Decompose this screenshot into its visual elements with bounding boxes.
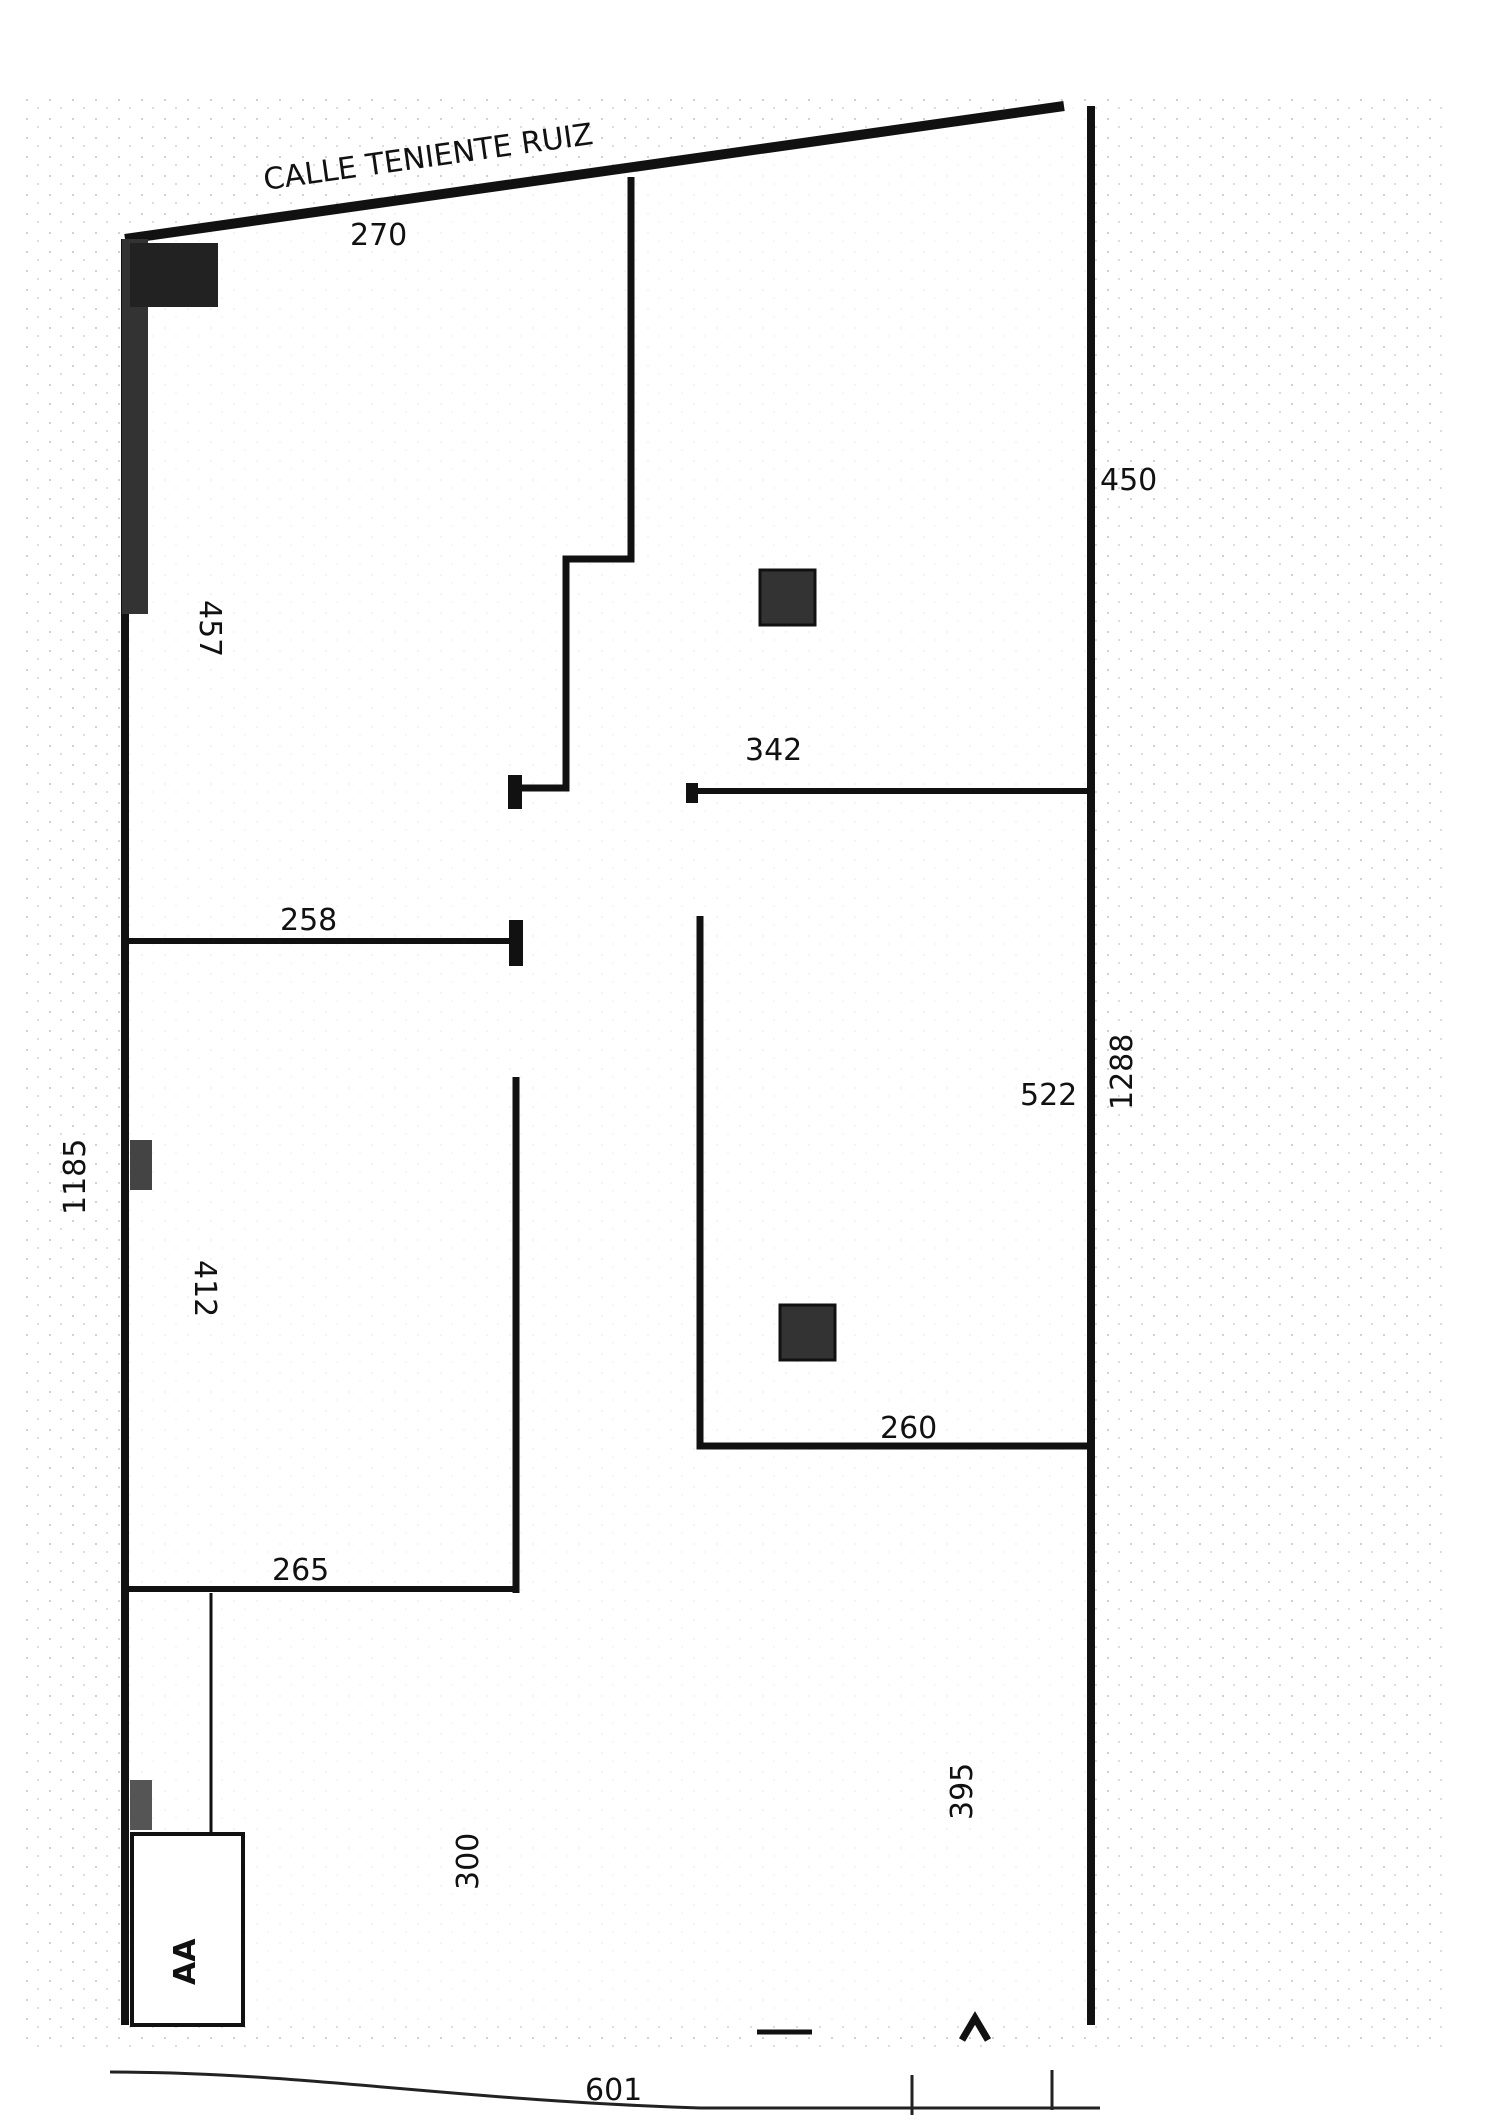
column-1 xyxy=(758,568,817,627)
dim-right-room: 522 xyxy=(1020,1078,1077,1113)
corner-pillar xyxy=(130,243,218,307)
dim-lower-left: 300 xyxy=(451,1833,486,1890)
dim-left-total: 1185 xyxy=(58,1139,93,1215)
dim-bottom-width: 601 xyxy=(585,2073,642,2108)
left-window xyxy=(130,1140,152,1190)
right-room-wall xyxy=(696,916,1087,1450)
dim-right-total: 1288 xyxy=(1105,1034,1140,1110)
wall-post-1 xyxy=(508,775,522,809)
north-arrow-icon xyxy=(958,2011,992,2042)
dim-left-upper-room: 457 xyxy=(192,600,227,657)
column-2 xyxy=(778,1303,837,1362)
dim-lower-right: 395 xyxy=(945,1763,980,1820)
dim-left-middle-wall: 258 xyxy=(280,903,337,938)
aa-label: AA xyxy=(168,1938,203,1985)
bottom-dimension-line xyxy=(109,2070,1100,2110)
interior-floor xyxy=(125,106,1091,2025)
wall-post-3 xyxy=(509,920,523,966)
dim-right-lower-wall: 260 xyxy=(880,1411,937,1446)
dim-left-room: 412 xyxy=(187,1260,222,1317)
left-door-mark xyxy=(130,1780,152,1830)
dim-upper-right-room: 342 xyxy=(745,733,802,768)
dim-street-front: 270 xyxy=(350,218,407,253)
street-facade-wall xyxy=(124,101,1065,244)
aa-box xyxy=(130,1832,245,2027)
upper-stepped-wall xyxy=(516,177,635,792)
wall-post-2 xyxy=(686,783,698,803)
dim-right-upper: 450 xyxy=(1100,463,1157,498)
dim-left-lower-wall: 265 xyxy=(272,1553,329,1588)
